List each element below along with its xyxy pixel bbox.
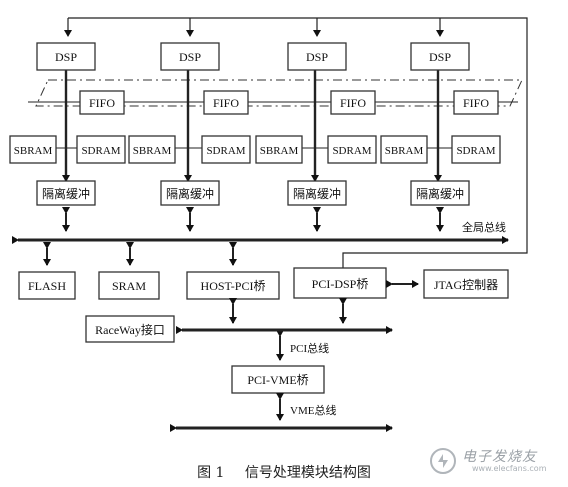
sbram-1-label: SBRAM: [14, 145, 53, 157]
sdram-2: SDRAM: [201, 135, 251, 164]
host-pci-label: HOST-PCI桥: [201, 279, 266, 293]
isolation-buffer-3-label: 隔离缓冲: [293, 186, 341, 201]
global-bus-label: 全局总线: [462, 220, 506, 234]
fifo-2-label: FIFO: [213, 96, 239, 110]
pci-vme-label: PCI-VME桥: [247, 373, 308, 387]
vme-bus-label: VME总线: [290, 403, 336, 417]
figure-number: 图 1: [197, 465, 225, 481]
host-pci-bridge: HOST-PCI桥: [186, 271, 280, 300]
sdram-1: SDRAM: [76, 135, 126, 164]
sbram-3-label: SBRAM: [260, 145, 299, 157]
sdram-3-label: SDRAM: [332, 145, 371, 157]
dsp-4: DSP: [410, 42, 470, 71]
watermark-logo-icon: [430, 448, 456, 474]
pci-dsp-label: PCI-DSP桥: [312, 277, 369, 291]
figure-title: 信号处理模块结构图: [244, 465, 371, 481]
fifo-4-label: FIFO: [463, 96, 489, 110]
isolation-buffer-4: 隔离缓冲: [410, 180, 470, 206]
isolation-buffer-1: 隔离缓冲: [36, 180, 96, 206]
sbram-4-label: SBRAM: [385, 145, 424, 157]
watermark-url: www.elecfans.com: [472, 464, 547, 473]
pci-dsp-bridge: PCI-DSP桥: [293, 267, 387, 299]
buffer-bus-arrows: [62, 207, 444, 232]
dsp-local-buses: [62, 64, 442, 182]
sdram-3: SDRAM: [327, 135, 377, 164]
sbram-4: SBRAM: [380, 135, 428, 164]
jtag-controller: JTAG控制器: [423, 269, 509, 299]
watermark: 电子发烧友 www.elecfans.com: [420, 444, 550, 484]
watermark-text: 电子发烧友: [462, 449, 537, 465]
fifo-2: FIFO: [203, 90, 249, 115]
sbram-3: SBRAM: [255, 135, 303, 164]
pci-bus-label: PCI总线: [290, 341, 329, 355]
raceway-interface: RaceWay接口: [85, 315, 175, 343]
dsp-3: DSP: [287, 42, 347, 71]
fifo-1-label: FIFO: [89, 96, 115, 110]
pci-vme-bridge: PCI-VME桥: [231, 365, 325, 394]
fifo-3-label: FIFO: [340, 96, 366, 110]
jtag-label: JTAG控制器: [434, 278, 498, 292]
isolation-buffer-4-label: 隔离缓冲: [416, 186, 464, 201]
sbram-1: SBRAM: [9, 135, 57, 164]
dsp-1: DSP: [36, 42, 96, 71]
dsp-4-label: DSP: [429, 50, 451, 64]
pci-bus-arrows: [229, 298, 347, 361]
sram-label: SRAM: [112, 279, 146, 293]
fifo-1: FIFO: [79, 90, 125, 115]
sdram-4-label: SDRAM: [456, 145, 495, 157]
dsp-1-label: DSP: [55, 50, 77, 64]
top-interconnect: [64, 17, 528, 268]
isolation-buffer-2: 隔离缓冲: [160, 180, 220, 206]
isolation-buffer-2-label: 隔离缓冲: [166, 186, 214, 201]
sdram-2-label: SDRAM: [206, 145, 245, 157]
isolation-buffer-1-label: 隔离缓冲: [42, 186, 90, 201]
fifo-4: FIFO: [453, 90, 499, 115]
figure-caption: 图 1 信号处理模块结构图: [0, 462, 568, 482]
dashed-link-region: [35, 79, 523, 107]
dsp-3-label: DSP: [306, 50, 328, 64]
raceway-label: RaceWay接口: [95, 322, 165, 337]
flash-label: FLASH: [28, 279, 66, 293]
isolation-buffer-3: 隔离缓冲: [287, 180, 347, 206]
sdram-1-label: SDRAM: [81, 145, 120, 157]
dsp-2-label: DSP: [179, 50, 201, 64]
fifo-3: FIFO: [330, 90, 376, 115]
flash-box: FLASH: [18, 271, 76, 300]
dsp-2: DSP: [160, 42, 220, 71]
peripheral-arrows: [43, 242, 237, 266]
sbram-2-label: SBRAM: [133, 145, 172, 157]
sram-box: SRAM: [98, 271, 160, 300]
sdram-4: SDRAM: [451, 135, 501, 164]
sbram-2: SBRAM: [128, 135, 176, 164]
